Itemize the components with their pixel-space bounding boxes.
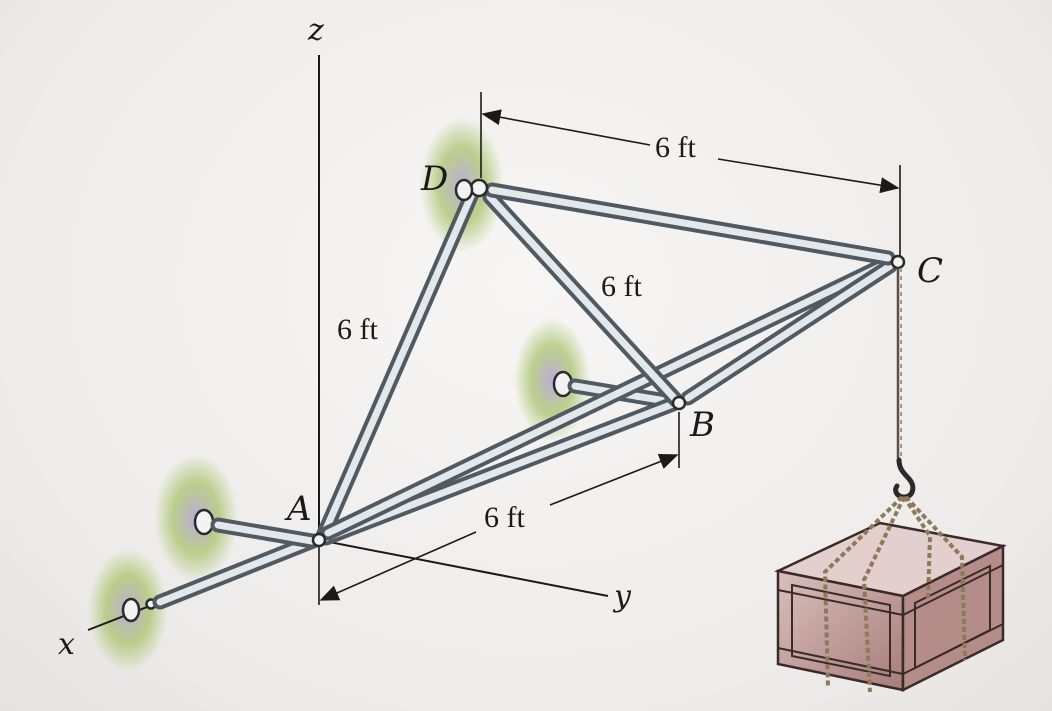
point-label-a: A [284, 489, 312, 529]
dim-ab-arrow-left [319, 531, 477, 601]
crate [774, 521, 1007, 693]
member-support-a [210, 517, 320, 549]
truss-members [152, 182, 898, 610]
member-ab [318, 396, 681, 546]
y-axis [318, 539, 609, 597]
ball-socket-a [193, 508, 215, 536]
dim-label-dc: 6 ft [655, 131, 696, 164]
member-bc [680, 258, 898, 406]
dim-label-ad: 6 ft [337, 313, 378, 346]
dim-ab-arrow-right [549, 454, 679, 506]
chain [896, 268, 902, 458]
axis-label-z: z [307, 13, 324, 48]
member-ac [320, 254, 898, 541]
joint-b [671, 395, 687, 411]
member-db [482, 189, 684, 408]
axis-label-y: y [612, 579, 632, 614]
axis-label-x: x [58, 627, 75, 662]
member-dc [484, 182, 896, 266]
ropes [822, 495, 967, 693]
dim-dc-arrow-right [717, 158, 900, 194]
joints [311, 178, 906, 548]
member-ad [315, 186, 480, 544]
dim-label-db: 6 ft [601, 270, 642, 303]
dim-dc-arrow-left [481, 109, 651, 146]
dimension-lines [318, 92, 901, 605]
dim-label-ab: 6 ft [484, 501, 525, 534]
point-label-c: C [917, 251, 943, 291]
joint-a [311, 532, 327, 548]
joint-c [890, 254, 906, 270]
point-label-b: B [689, 405, 715, 445]
hook-icon [893, 457, 916, 500]
joint-d [469, 178, 489, 198]
ball-socket-d [454, 178, 474, 202]
point-label-d: D [420, 159, 448, 199]
member-support-x [152, 533, 321, 610]
ball-socket-x [121, 597, 141, 623]
